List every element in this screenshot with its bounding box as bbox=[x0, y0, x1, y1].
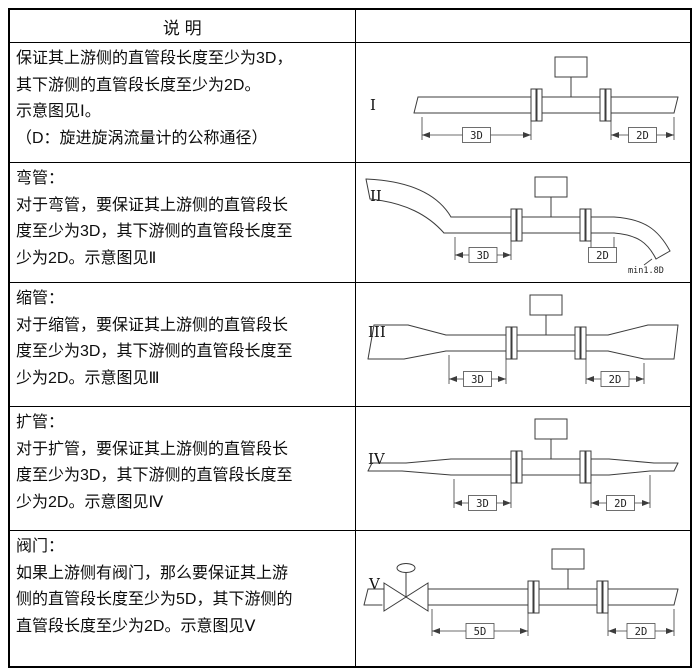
flowmeter bbox=[505, 294, 586, 360]
text-line: 少为2D。示意图见Ⅳ bbox=[16, 493, 164, 511]
text-line: 弯管： bbox=[16, 170, 65, 187]
dimension-upstream: 3D bbox=[454, 237, 511, 263]
diagram-cell-4: IV bbox=[354, 406, 692, 531]
text-line: 示意图见Ⅰ。 bbox=[16, 103, 101, 120]
dimension-downstream: 2D bbox=[590, 475, 650, 511]
text-line: 少为2D。示意图见Ⅲ bbox=[16, 369, 160, 387]
min-bend-note: min1.8D bbox=[628, 266, 664, 276]
explanation-cell-3: 缩管： 对于缩管，要保证其上游侧的直管段长 度至少为3D，其下游侧的直管段长度至… bbox=[8, 282, 356, 407]
table-row: 扩管： 对于扩管，要保证其上游侧的直管段长 度至少为3D，其下游侧的直管段长度至… bbox=[8, 406, 692, 531]
dimension-downstream: 2D bbox=[585, 355, 644, 387]
flowmeter bbox=[510, 418, 591, 484]
text-line: 如果上游侧有阀门，那么要保证其上游 bbox=[16, 564, 289, 582]
valve-handwheel bbox=[396, 563, 415, 573]
dim-label-downstream: 2D bbox=[608, 374, 621, 386]
text-line: 少为2D。示意图见Ⅱ bbox=[16, 249, 157, 267]
diagram-numeral: I bbox=[370, 96, 376, 114]
text-line: 其下游侧的直管段长度至少为2D。 bbox=[16, 76, 261, 94]
text-line: 度至少为3D，其下游侧的直管段长度至 bbox=[16, 223, 293, 240]
diagram-numeral: III bbox=[368, 323, 386, 341]
explanation-cell-1: 保证其上游侧的直管段长度至少为3D， 其下游侧的直管段长度至少为2D。 示意图见… bbox=[8, 42, 356, 163]
pipe bbox=[367, 458, 678, 476]
note-leader bbox=[643, 258, 652, 266]
flowmeter bbox=[510, 176, 591, 242]
text-line: 度至少为3D，其下游侧的直管段长度至 bbox=[16, 467, 293, 484]
explanation-cell-5: 阀门： 如果上游侧有阀门，那么要保证其上游 侧的直管段长度至少为5D，其下游侧的… bbox=[8, 530, 356, 668]
diagram-numeral: V bbox=[368, 575, 381, 593]
dimension-upstream: 3D bbox=[453, 479, 511, 511]
dim-label-downstream: 2D bbox=[596, 250, 609, 262]
text-line: 侧的直管段长度至少为5D，其下游侧的 bbox=[16, 591, 293, 608]
dimension-downstream: 2D bbox=[587, 237, 617, 263]
pipe bbox=[363, 588, 678, 606]
pipe bbox=[367, 324, 678, 360]
diagram-straight-pipe: I 3D bbox=[370, 56, 678, 143]
diagram-valve-pipe: V bbox=[363, 548, 678, 639]
text-line: 度至少为3D，其下游侧的直管段长度至 bbox=[16, 343, 293, 360]
text-line: 缩管： bbox=[16, 290, 65, 307]
dim-label-upstream: 3D bbox=[470, 130, 483, 142]
dimension-upstream: 5D bbox=[431, 609, 528, 639]
diagram-cell-1: I 3D bbox=[354, 42, 692, 163]
header-row: 说 明 bbox=[8, 8, 692, 43]
text-line: 对于缩管，要保证其上游侧的直管段长 bbox=[16, 316, 289, 334]
dim-label-upstream: 3D bbox=[476, 250, 489, 262]
text-line: 对于弯管，要保证其上游侧的直管段长 bbox=[16, 196, 289, 214]
table-row: 保证其上游侧的直管段长度至少为3D， 其下游侧的直管段长度至少为2D。 示意图见… bbox=[8, 42, 692, 163]
dim-label-upstream: 3D bbox=[471, 374, 484, 386]
table-row: 缩管： 对于缩管，要保证其上游侧的直管段长 度至少为3D，其下游侧的直管段长度至… bbox=[8, 282, 692, 407]
explanation-cell-4: 扩管： 对于扩管，要保证其上游侧的直管段长 度至少为3D，其下游侧的直管段长度至… bbox=[8, 406, 356, 531]
dimension-downstream: 2D bbox=[610, 117, 674, 143]
text-line: 阀门： bbox=[16, 538, 65, 555]
diagram-cell-2: II 3D bbox=[354, 162, 692, 283]
diagram-expander-pipe: IV bbox=[367, 418, 678, 511]
flowmeter bbox=[527, 548, 608, 614]
diagram-cell-3: III bbox=[354, 282, 692, 407]
diagram-numeral: II bbox=[370, 187, 382, 205]
dim-label-upstream: 3D bbox=[476, 498, 489, 510]
text-line: （D：旋进旋涡流量计的公称通径） bbox=[16, 129, 268, 147]
table-row: 弯管： 对于弯管，要保证其上游侧的直管段长 度至少为3D，其下游侧的直管段长度至… bbox=[8, 162, 692, 283]
dim-label-downstream: 2D bbox=[636, 130, 649, 142]
spec-table: 说 明 保证其上游侧的直管段长度至少为3D， 其下游侧的直管段长度至少为2D。 … bbox=[8, 8, 692, 668]
dimension-upstream: 3D bbox=[421, 117, 531, 143]
dim-label-downstream: 2D bbox=[614, 498, 627, 510]
table-row: 阀门： 如果上游侧有阀门，那么要保证其上游 侧的直管段长度至少为5D，其下游侧的… bbox=[8, 530, 692, 668]
text-line: 直管段长度至少为2D。示意图见Ⅴ bbox=[16, 617, 256, 635]
text-line: 对于扩管，要保证其上游侧的直管段长 bbox=[16, 440, 289, 458]
header-diagram-cell bbox=[354, 8, 692, 43]
dimension-upstream: 3D bbox=[448, 355, 506, 387]
dimension-downstream: 2D bbox=[607, 609, 674, 639]
valve bbox=[383, 563, 428, 612]
text-line: 扩管： bbox=[16, 414, 65, 431]
diagram-reducer-pipe: III bbox=[367, 294, 678, 387]
header-explanation: 说 明 bbox=[8, 8, 356, 43]
explanation-cell-2: 弯管： 对于弯管，要保证其上游侧的直管段长 度至少为3D，其下游侧的直管段长度至… bbox=[8, 162, 356, 283]
pipe bbox=[413, 96, 678, 114]
diagram-cell-5: V bbox=[354, 530, 692, 668]
text-line: 保证其上游侧的直管段长度至少为3D， bbox=[16, 50, 293, 67]
dim-label-upstream: 5D bbox=[473, 626, 486, 638]
dim-label-downstream: 2D bbox=[634, 626, 647, 638]
diagram-bend-pipe: II 3D bbox=[365, 176, 670, 276]
flowmeter bbox=[530, 56, 611, 122]
